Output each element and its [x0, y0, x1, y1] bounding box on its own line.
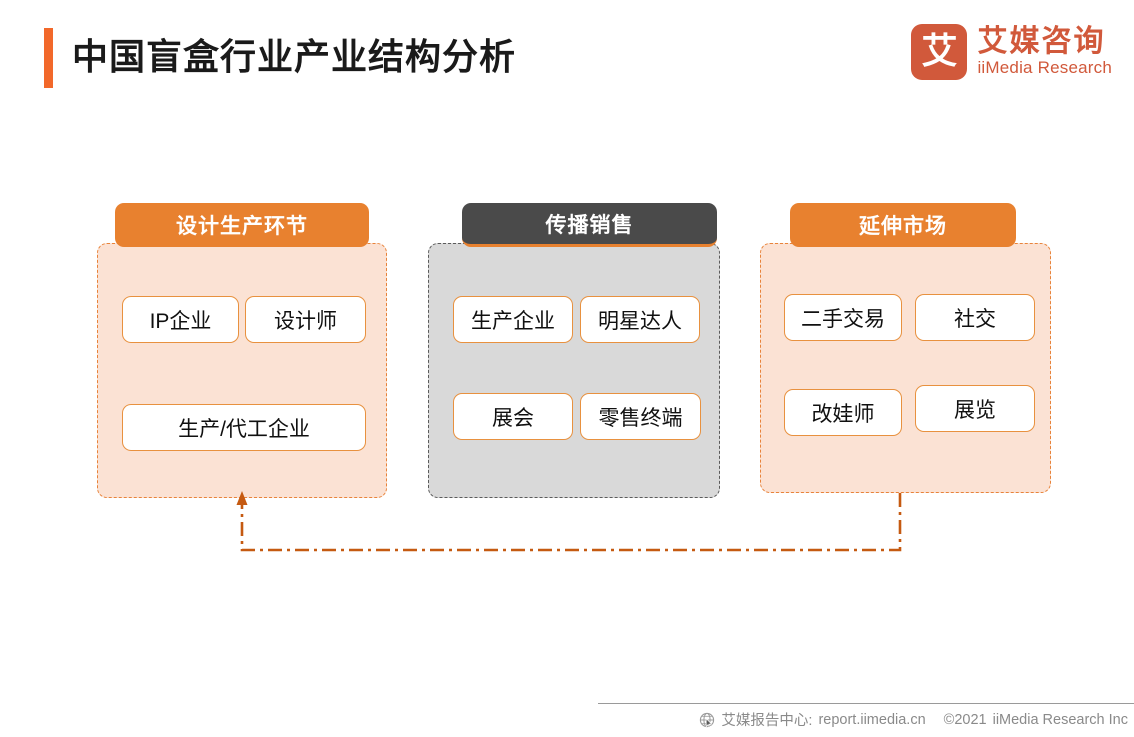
panel-title-distribution-sales: 传播销售	[462, 203, 717, 247]
panel-distribution-sales[interactable]: 传播销售 生产企业 明星达人 展会 零售终端	[428, 203, 720, 498]
globe-icon	[699, 712, 715, 728]
node-ip-enterprise[interactable]: IP企业	[122, 296, 239, 343]
panel-body-extended-market	[760, 243, 1051, 493]
panel-body-distribution-sales	[428, 243, 720, 498]
footer-copyright: ©2021	[943, 711, 987, 728]
page-title: 中国盲盒行业产业结构分析	[72, 36, 517, 77]
panel-extended-market[interactable]: 延伸市场 二手交易 社交 改娃师 展览	[760, 203, 1051, 498]
footer-url[interactable]: report.iimedia.cn	[818, 711, 926, 728]
title-accent-bar	[44, 28, 53, 88]
node-manufacturing-oem[interactable]: 生产/代工企业	[122, 404, 366, 451]
brand-text: 艾媒咨询 iiMedia Research	[977, 26, 1112, 78]
brand-name-cn: 艾媒咨询	[977, 25, 1106, 58]
node-designer[interactable]: 设计师	[245, 296, 366, 343]
brand-logo: 艾 艾媒咨询 iiMedia Research	[911, 24, 1112, 80]
node-exhibition-show[interactable]: 展览	[915, 385, 1035, 432]
node-production-enterprise[interactable]: 生产企业	[453, 296, 573, 343]
industry-chain-diagram: 设计生产环节 IP企业 设计师 生产/代工企业 传播销售 生产企业 明星达人 展…	[97, 203, 1051, 552]
panel-title-extended-market: 延伸市场	[790, 203, 1016, 247]
footer-source-label: 艾媒报告中心:	[721, 713, 813, 729]
panel-body-design-production	[97, 243, 387, 498]
node-secondhand-trading[interactable]: 二手交易	[784, 294, 902, 341]
footer-divider	[598, 703, 1134, 704]
brand-mark-icon: 艾	[911, 24, 968, 80]
node-doll-customizer[interactable]: 改娃师	[784, 389, 902, 436]
footer-company: iiMedia Research Inc	[992, 711, 1128, 728]
panel-title-design-production: 设计生产环节	[115, 203, 369, 247]
panel-design-production[interactable]: 设计生产环节 IP企业 设计师 生产/代工企业	[97, 203, 387, 498]
footer: 艾媒报告中心: report.iimedia.cn ©2021 iiMedia …	[699, 709, 1128, 730]
node-celebrity-influencer[interactable]: 明星达人	[580, 296, 700, 343]
brand-name-en: iiMedia Research	[977, 58, 1112, 77]
node-social[interactable]: 社交	[915, 294, 1035, 341]
node-exhibition-fair[interactable]: 展会	[453, 393, 573, 440]
node-retail-terminal[interactable]: 零售终端	[580, 393, 701, 440]
